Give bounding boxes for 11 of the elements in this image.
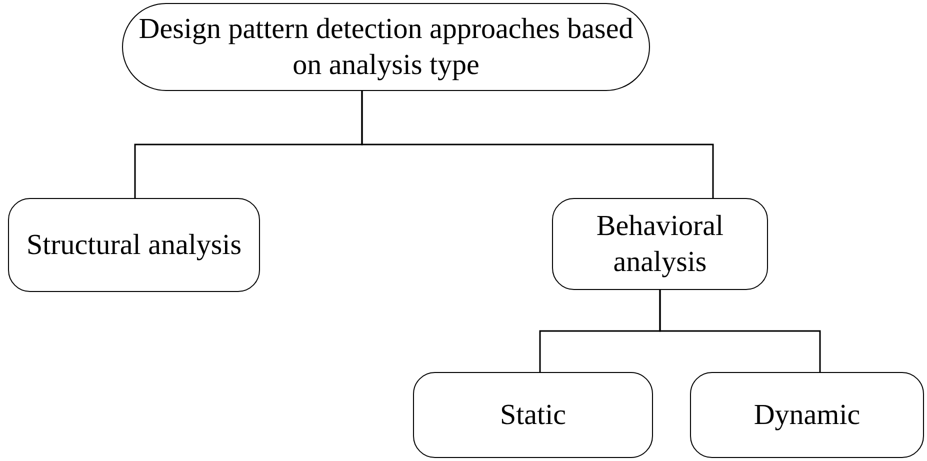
node-label: Behavioral analysis [595, 209, 725, 280]
node-label: Structural analysis [25, 228, 243, 263]
node-label: Static [498, 398, 568, 433]
connector-line [361, 91, 714, 198]
rounded-box [8, 198, 260, 292]
rounded-box [690, 372, 924, 458]
rounded-box [413, 372, 653, 458]
node-label: Dynamic [752, 398, 862, 433]
connector-line [659, 290, 821, 372]
rounded-box [552, 198, 768, 290]
node-label: Design pattern detection approaches based on analysis type [138, 12, 634, 83]
